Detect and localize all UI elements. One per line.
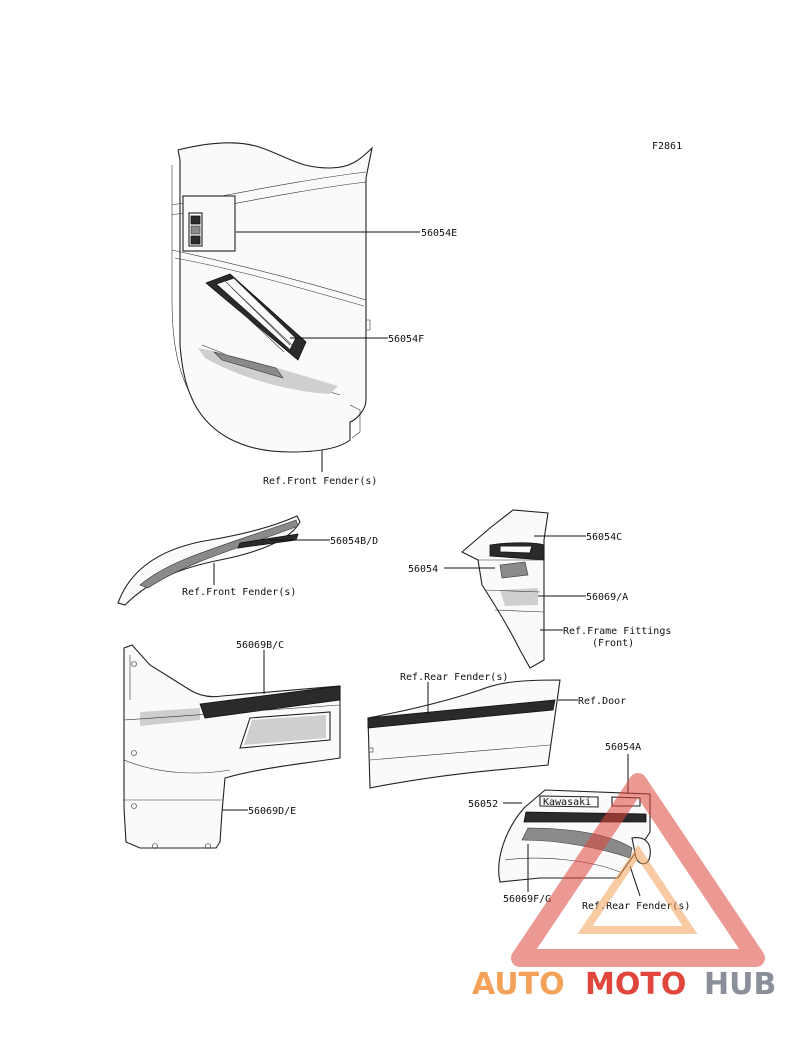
callout-56069FG: 56069F/G	[503, 894, 551, 905]
callout-56069A: 56069/A	[586, 592, 628, 603]
callout-56054E: 56054E	[421, 228, 457, 239]
ref-frame-fittings-sub: (Front)	[592, 638, 634, 649]
figure-id: F2861	[652, 141, 682, 152]
ref-front-fender-mid: Ref.Front Fender(s)	[182, 587, 296, 598]
ref-frame-fittings: Ref.Frame Fittings	[563, 626, 671, 637]
front-fender-panel	[171, 142, 373, 453]
ref-rear-fender-2: Ref.Rear Fender(s)	[582, 901, 690, 912]
watermark-text-hub: HUB	[704, 967, 776, 1002]
callout-56069BC: 56069B/C	[236, 640, 284, 651]
frame-fittings-front	[461, 509, 549, 669]
callout-56069DE: Ref.Rear Fender(s)	[400, 672, 508, 683]
callout-56054: 56054	[408, 564, 438, 575]
ref-rear-fender-1: Ref.Door	[578, 696, 626, 707]
ref-front-fender-top: Ref.Front Fender(s)	[263, 476, 377, 487]
rear-fender-side	[367, 679, 561, 789]
ref-door: 56069D/E	[248, 806, 296, 817]
watermark-text-auto: AUTO	[472, 967, 565, 1002]
callout-56054BD: 56054B/D	[330, 536, 378, 547]
callout-56054A: 56054A	[605, 742, 641, 753]
callout-56052: 56052	[468, 799, 498, 810]
front-fender-side-decal	[117, 515, 301, 606]
callout-56054F: 56054F	[388, 334, 424, 345]
callout-56054C: 56054C	[586, 532, 622, 543]
door-panel	[123, 644, 341, 849]
watermark-text-moto: MOTO	[585, 967, 686, 1002]
kawasaki-decal-text: Kawasaki	[543, 797, 591, 808]
watermark-logo	[511, 773, 765, 967]
